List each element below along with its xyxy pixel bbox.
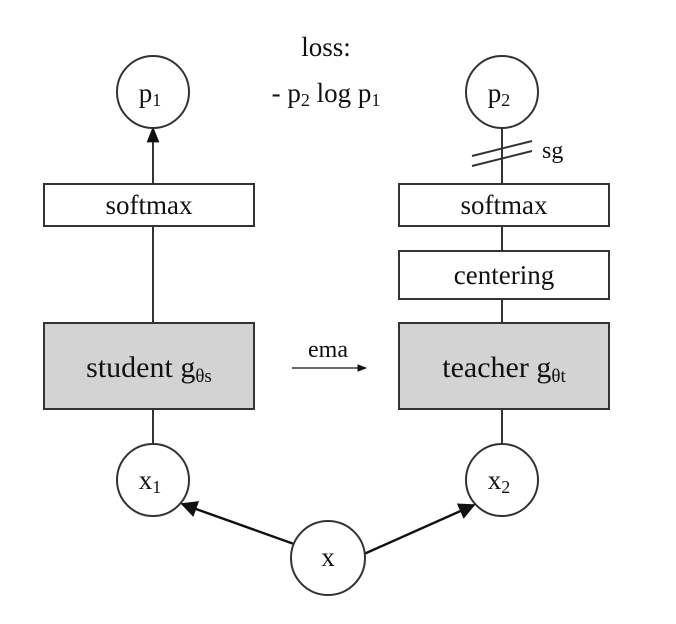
x-to-x2-arrow (363, 503, 476, 556)
p1-label-sub: 1 (152, 90, 161, 110)
p2-label-sub: 2 (501, 90, 510, 110)
p1-node (116, 55, 190, 129)
loss-formula-sub-2: 2 (301, 90, 310, 110)
loss-formula-prefix: - p (272, 78, 301, 108)
loss-formula-sub-1: 1 (371, 90, 380, 110)
teacher-network-label-text: teacher g (442, 351, 551, 384)
teacher-network-label-sub: θt (551, 366, 566, 387)
x2-label: x2 (488, 465, 511, 497)
teacher-network-label: teacher gθt (442, 351, 566, 387)
loss-formula-mid: log p (310, 78, 372, 108)
teacher-softmax-label: softmax (461, 190, 548, 220)
ema-label: ema (308, 337, 348, 363)
loss-formula: - p2 log p1 (272, 78, 381, 110)
teacher-network-box (398, 322, 610, 410)
x2-label-sub: 2 (501, 477, 510, 497)
p2-node (465, 55, 539, 129)
x-to-x1-arrow (180, 501, 295, 546)
stop-gradient-label: sg (542, 138, 563, 164)
x1-label: x1 (139, 465, 162, 497)
x1-node (116, 443, 190, 517)
student-softmax-label: softmax (106, 190, 193, 220)
student-network-label-text: student g (86, 351, 195, 384)
x1-label-base: x (139, 465, 153, 495)
x-label: x (321, 542, 335, 572)
student-network-box (43, 322, 255, 410)
p1-label: p1 (139, 78, 162, 110)
stop-gradient-slash-2 (471, 150, 533, 167)
x-node (290, 520, 366, 596)
x2-node (465, 443, 539, 517)
p1-label-base: p (139, 78, 153, 108)
p2-label-base: p (488, 78, 502, 108)
student-softmax-box (43, 183, 255, 227)
teacher-centering-label: centering (454, 260, 554, 290)
x2-label-base: x (488, 465, 502, 495)
p2-label: p2 (488, 78, 511, 110)
student-network-label: student gθs (86, 351, 212, 387)
loss-title: loss: (301, 32, 351, 62)
stop-gradient-mark (471, 140, 533, 167)
stop-gradient-slash-1 (471, 140, 533, 157)
teacher-softmax-box (398, 183, 610, 227)
teacher-centering-box (398, 250, 610, 300)
x1-label-sub: 1 (152, 477, 161, 497)
student-network-label-sub: θs (195, 366, 212, 387)
